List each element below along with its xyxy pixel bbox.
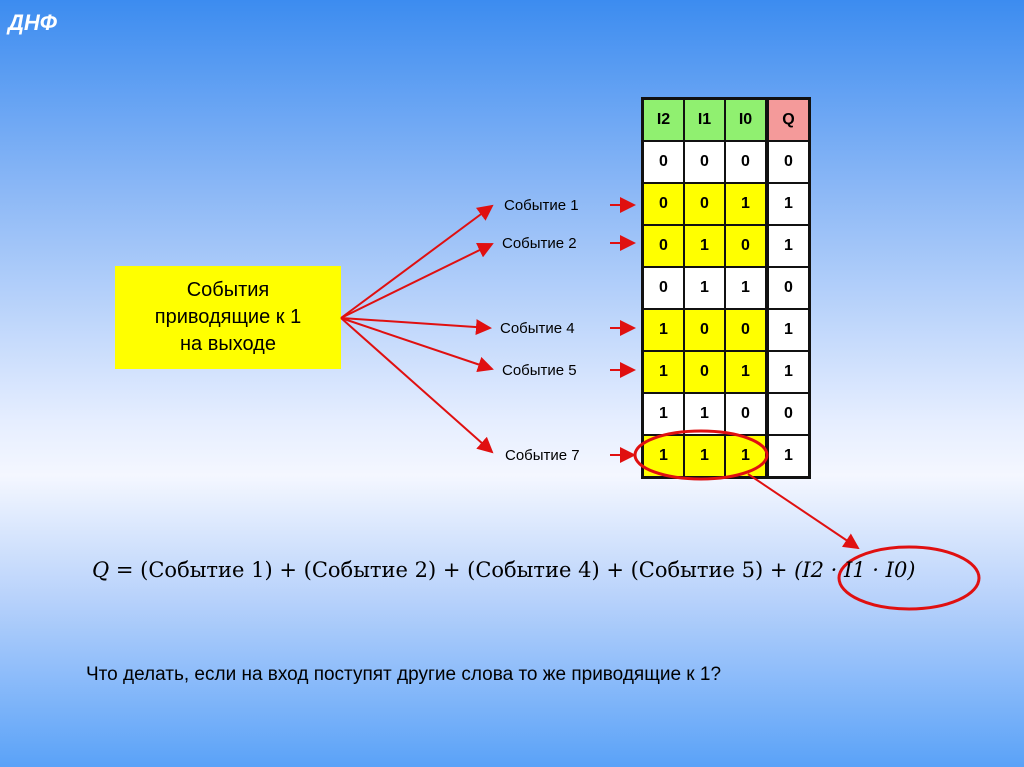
- event-label: Событие 5: [502, 362, 577, 379]
- arrow: [747, 473, 860, 550]
- formula-product: (I2 · I1 · I0): [794, 558, 916, 582]
- formula-eq: =: [109, 558, 141, 582]
- event-label: Событие 4: [500, 320, 575, 337]
- arrow: [340, 317, 494, 373]
- event-label: Событие 7: [505, 447, 580, 464]
- header-cell: I2: [641, 97, 685, 142]
- table-cell: 1: [724, 350, 768, 394]
- table-cell: 0: [765, 392, 811, 436]
- table-cell: 1: [724, 266, 768, 310]
- table-cell: 0: [683, 182, 726, 226]
- table-cell: 1: [765, 182, 811, 226]
- table-cell: 1: [724, 182, 768, 226]
- event-label: Событие 2: [502, 235, 577, 252]
- table-cell: 1: [641, 392, 685, 436]
- table-cell: 1: [765, 224, 811, 268]
- arrow: [340, 317, 492, 336]
- table-cell: 0: [765, 140, 811, 184]
- arrow: [340, 204, 494, 319]
- table-cell: 1: [765, 308, 811, 352]
- table-cell: 0: [724, 392, 768, 436]
- header-cell: Q: [765, 97, 811, 142]
- table-cell: 1: [683, 392, 726, 436]
- highlight-ellipse: [837, 545, 981, 611]
- event-label: Событие 1: [504, 197, 579, 214]
- table-cell: 0: [724, 140, 768, 184]
- table-cell: 1: [641, 350, 685, 394]
- table-cell: 1: [683, 434, 726, 479]
- table-cell: 1: [683, 266, 726, 310]
- highlight-ellipse: [633, 429, 769, 481]
- table-cell: 0: [683, 140, 726, 184]
- formula-terms: (Событие 1) + (Событие 2) + (Событие 4) …: [140, 558, 795, 582]
- table-cell: 1: [683, 224, 726, 268]
- table-cell: 1: [724, 434, 768, 479]
- table-cell: 1: [765, 434, 811, 479]
- arrow: [340, 317, 494, 454]
- table-cell: 0: [641, 140, 685, 184]
- question-text: Что делать, если на вход поступят другие…: [86, 664, 722, 685]
- table-cell: 0: [641, 224, 685, 268]
- header-cell: I1: [683, 97, 726, 142]
- table-cell: 0: [724, 224, 768, 268]
- table-cell: 0: [724, 308, 768, 352]
- table-cell: 1: [765, 350, 811, 394]
- header-cell: I0: [724, 97, 768, 142]
- table-cell: 0: [683, 308, 726, 352]
- events-box: События приводящие к 1 на выходе: [115, 266, 341, 369]
- table-cell: 1: [641, 308, 685, 352]
- table-cell: 0: [765, 266, 811, 310]
- formula: Q = (Событие 1) + (Событие 2) + (Событие…: [92, 558, 916, 582]
- table-cell: 0: [641, 182, 685, 226]
- formula-lhs: Q: [92, 558, 110, 582]
- table-cell: 0: [683, 350, 726, 394]
- arrow: [340, 242, 494, 319]
- slide-title: ДНФ: [8, 10, 57, 35]
- table-cell: 0: [641, 266, 685, 310]
